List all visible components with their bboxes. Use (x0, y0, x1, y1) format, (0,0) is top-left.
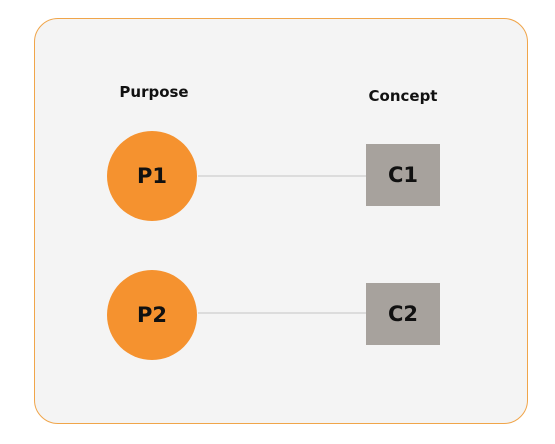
purpose-node-p1: P1 (107, 131, 197, 221)
concept-node-c2: C2 (366, 283, 440, 345)
purpose-node-label: P1 (136, 164, 167, 188)
purpose-node-p2: P2 (107, 270, 197, 360)
connector-line-p1-c1 (198, 175, 368, 177)
purpose-node-label: P2 (136, 303, 167, 327)
concept-node-label: C2 (387, 302, 419, 326)
connector-line-p2-c2 (198, 312, 368, 314)
concept-node-c1: C1 (366, 144, 440, 206)
purpose-column-header: Purpose (119, 83, 189, 101)
concept-node-label: C1 (387, 163, 419, 187)
diagram-panel (34, 18, 528, 424)
concept-column-header: Concept (368, 87, 438, 105)
